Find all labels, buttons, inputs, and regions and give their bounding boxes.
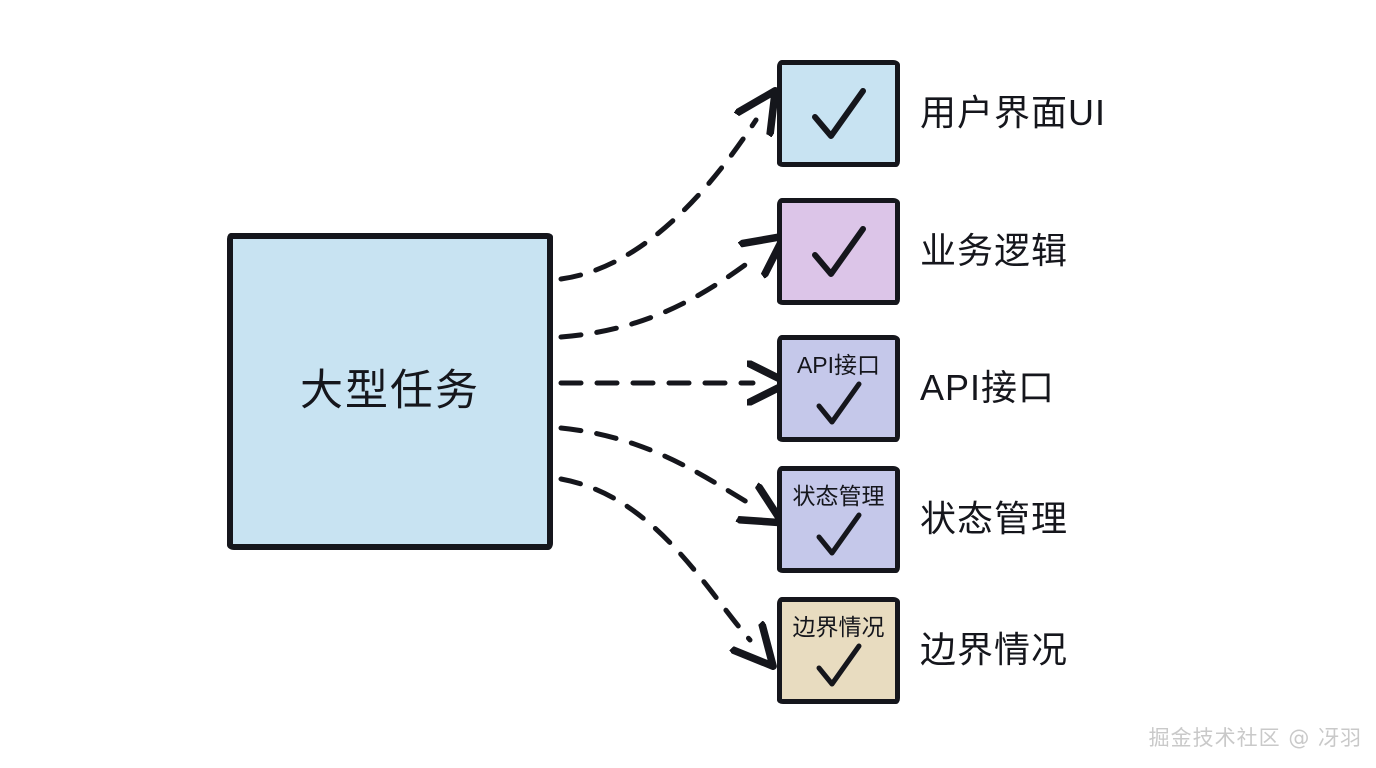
checkmark-icon: [813, 380, 865, 428]
subtask-box-3: API接口: [777, 335, 900, 442]
subtask-label-5: 边界情况: [920, 629, 1069, 670]
main-task-box: 大型任务: [227, 233, 553, 550]
checkmark-icon: [813, 511, 865, 559]
subtask-label-1: 用户界面UI: [920, 92, 1107, 133]
subtask-box-5: 边界情况: [777, 597, 900, 704]
subtask-label-4: 状态管理: [920, 498, 1069, 539]
arrow-to-item-2: [558, 257, 756, 340]
watermark: 掘金技术社区 @ 冴羽: [1148, 726, 1362, 750]
subtask-box-2: [777, 198, 900, 305]
arrow-to-item-4: [558, 425, 752, 505]
checkmark-icon: [808, 224, 870, 282]
subtask-inner-label: 边界情况: [792, 614, 885, 641]
subtask-box-1: [777, 60, 900, 167]
arrow-to-item-1: [558, 120, 756, 282]
subtask-box-4: 状态管理: [777, 466, 900, 573]
subtask-label-2: 业务逻辑: [920, 230, 1069, 271]
subtask-inner-label: 状态管理: [792, 483, 885, 510]
arrow-to-item-5: [558, 476, 750, 640]
subtask-label-3: API接口: [920, 367, 1056, 408]
main-task-label: 大型任务: [300, 367, 480, 415]
checkmark-icon: [813, 642, 865, 690]
checkmark-icon: [808, 86, 870, 144]
subtask-inner-label: API接口: [796, 352, 881, 379]
